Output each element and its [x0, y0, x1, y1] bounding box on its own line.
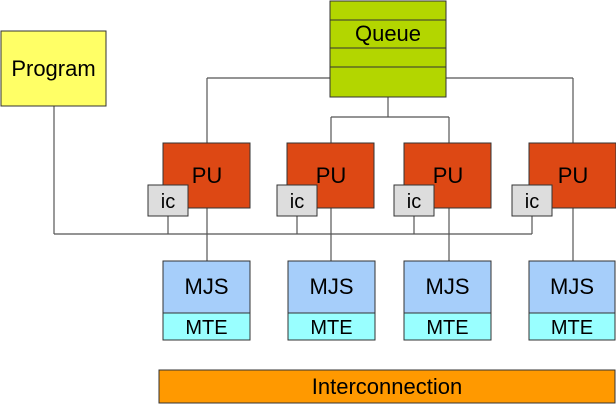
mjs-box [287, 260, 376, 314]
processing-unit-1: PU ic MJS MTE [147, 142, 251, 341]
ic-box [511, 184, 553, 217]
queue-block: Queue [329, 0, 447, 98]
mjs-label: MJS [185, 274, 229, 299]
program-label: Program [11, 56, 95, 81]
mte-box [162, 312, 251, 341]
mjs-label: MJS [310, 274, 354, 299]
mte-label: MTE [310, 317, 352, 339]
ic-label: ic [407, 191, 421, 213]
mte-box [287, 312, 376, 341]
mjs-label: MJS [550, 274, 594, 299]
processing-unit-4: PU ic MJS MTE [511, 142, 616, 341]
mte-label: MTE [426, 317, 468, 339]
interconnection-bar [158, 369, 616, 404]
ic-box [276, 184, 318, 217]
mjs-box [162, 260, 251, 314]
pu-label: PU [316, 163, 347, 188]
ic-label: ic [290, 191, 304, 213]
program-box [0, 30, 107, 107]
ic-box [393, 184, 435, 217]
interconnection-block: Interconnection [158, 369, 616, 404]
ic-box [147, 184, 189, 217]
pu-label: PU [558, 163, 589, 188]
connection-wires [53, 77, 574, 261]
processing-unit-2: PU ic MJS MTE [276, 142, 376, 341]
mte-box [528, 312, 616, 341]
program-block: Program [0, 30, 107, 107]
queue-box [329, 0, 447, 98]
pu-label: PU [433, 163, 464, 188]
queue-label: Queue [355, 21, 421, 46]
processing-unit-3: PU ic MJS MTE [393, 142, 492, 341]
mte-box [403, 312, 492, 341]
mjs-label: MJS [426, 274, 470, 299]
mte-label: MTE [551, 317, 593, 339]
mjs-box [528, 260, 616, 314]
mjs-box [403, 260, 492, 314]
interconnection-label: Interconnection [312, 374, 462, 399]
mte-label: MTE [185, 317, 227, 339]
ic-label: ic [525, 191, 539, 213]
pu-label: PU [192, 163, 223, 188]
ic-label: ic [161, 191, 175, 213]
